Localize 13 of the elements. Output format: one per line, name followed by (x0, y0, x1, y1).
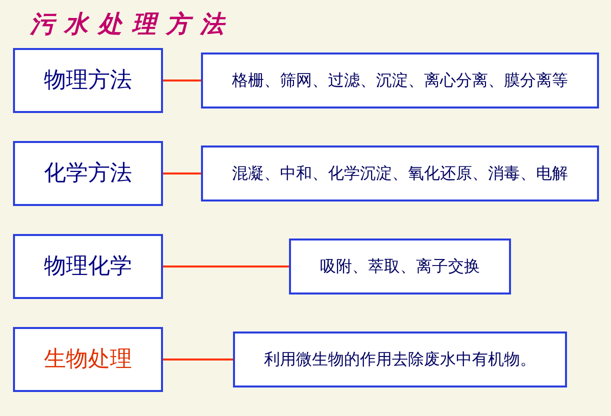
connector (162, 358, 234, 360)
node-box: 物理化学 (12, 234, 162, 299)
connector (162, 172, 202, 174)
node-box: 生物处理 (12, 327, 162, 392)
node-box: 混凝、中和、化学沉淀、氧化还原、消毒、电解 (200, 146, 598, 202)
node-box: 物理方法 (12, 48, 162, 113)
connector (162, 80, 202, 82)
node-box: 利用微生物的作用去除废水中有机物。 (232, 332, 566, 388)
connector (162, 266, 290, 268)
node-box: 化学方法 (12, 141, 162, 206)
node-box: 吸附、萃取、离子交换 (288, 238, 510, 294)
title: 污水处理方法 (30, 8, 235, 40)
node-box: 格栅、筛网、过滤、沉淀、离心分离、膜分离等 (200, 52, 598, 108)
